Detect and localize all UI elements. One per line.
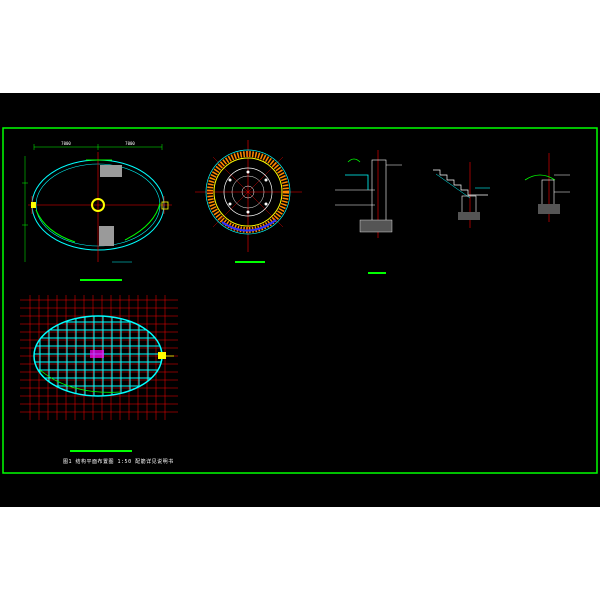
framing-plan-grid xyxy=(20,295,178,452)
drawing-sheet: 7000 7000 xyxy=(0,93,600,507)
sheet-frame xyxy=(2,127,598,474)
dimension-top-left: 7000 xyxy=(61,141,71,146)
dimension-top-right: 7000 xyxy=(125,141,135,146)
wall-section-b xyxy=(524,153,570,222)
plan-note: 图1 结构平面布置图 1:50 配筋详见说明书 xyxy=(63,459,174,465)
drawing-svg: 7000 7000 xyxy=(2,127,598,474)
circular-plan-view xyxy=(195,140,302,263)
oval-plan-view xyxy=(22,144,172,281)
wall-section-a xyxy=(335,150,402,274)
stair-section xyxy=(433,162,490,228)
